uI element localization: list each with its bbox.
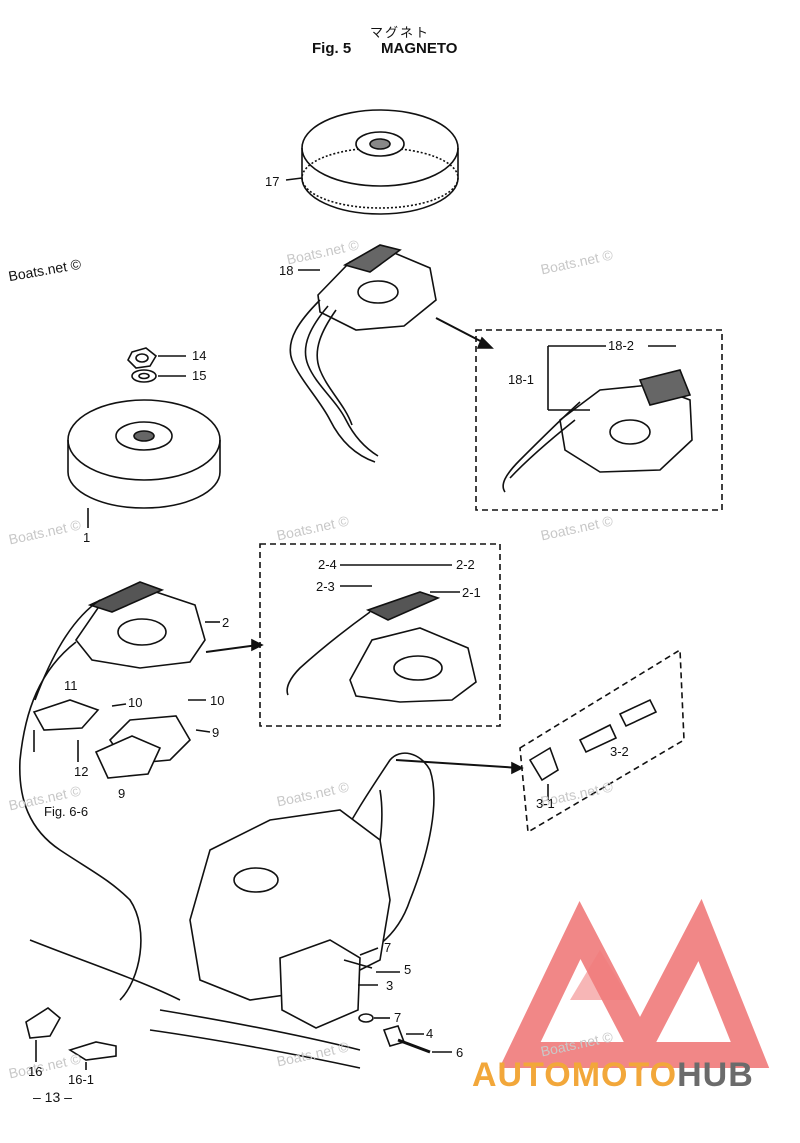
part-label-18-1: 18-1 <box>508 372 535 387</box>
fig-reference: Fig. 6-6 <box>44 804 89 819</box>
part-label-11: 11 <box>64 678 78 693</box>
figure-number: Fig. 5 <box>312 40 352 57</box>
stator-18 <box>289 244 437 463</box>
part-label-1: 1 <box>83 530 91 545</box>
part-label-2-2: 2-2 <box>456 557 475 572</box>
part-label-18: 18 <box>279 263 294 278</box>
page-number: – 13 – <box>33 1089 72 1105</box>
brand-moto: MOTO <box>571 1056 678 1094</box>
engine-block <box>29 809 391 1069</box>
part-label-15: 15 <box>192 368 207 383</box>
part-label-16: 16 <box>28 1064 43 1079</box>
brand-hub: HUB <box>677 1056 754 1094</box>
part-label-3-2: 3-2 <box>610 744 629 759</box>
title-japanese: マグネト <box>370 25 431 40</box>
part-label-14: 14 <box>192 348 207 363</box>
part-label-3: 3 <box>386 978 394 993</box>
part-label-9b: 9 <box>118 786 126 801</box>
brand-wordmark: AUTOMOTOHUB <box>472 1056 754 1095</box>
part-label-18-2: 18-2 <box>608 338 635 353</box>
part-label-7b: 7 <box>394 1010 402 1025</box>
brand-auto: AUTO <box>472 1056 572 1094</box>
part-label-5: 5 <box>404 962 412 977</box>
part-label-10a: 10 <box>128 695 143 710</box>
part-label-2-3: 2-3 <box>316 579 335 594</box>
part-label-4: 4 <box>426 1026 434 1041</box>
part-label-2: 2 <box>222 615 230 630</box>
part-label-7a: 7 <box>384 940 392 955</box>
part-label-2-4: 2-4 <box>318 557 337 572</box>
stator-18-1 <box>502 369 693 493</box>
page-title: MAGNETO <box>381 40 458 57</box>
brand-logo-mark <box>499 898 770 1074</box>
stator-2-1 <box>286 591 477 703</box>
part-label-12: 12 <box>74 764 89 779</box>
flywheel-1 <box>67 399 221 509</box>
part-label-3-1: 3-1 <box>536 796 555 811</box>
part-label-17: 17 <box>265 174 280 189</box>
part-label-6: 6 <box>456 1045 464 1060</box>
part-label-16-1: 16-1 <box>68 1072 95 1087</box>
part-label-10b: 10 <box>210 693 225 708</box>
stator-2 <box>75 581 206 669</box>
part-label-9a: 9 <box>212 725 220 740</box>
part-label-2-1: 2-1 <box>462 585 481 600</box>
flywheel-17 <box>301 109 459 215</box>
